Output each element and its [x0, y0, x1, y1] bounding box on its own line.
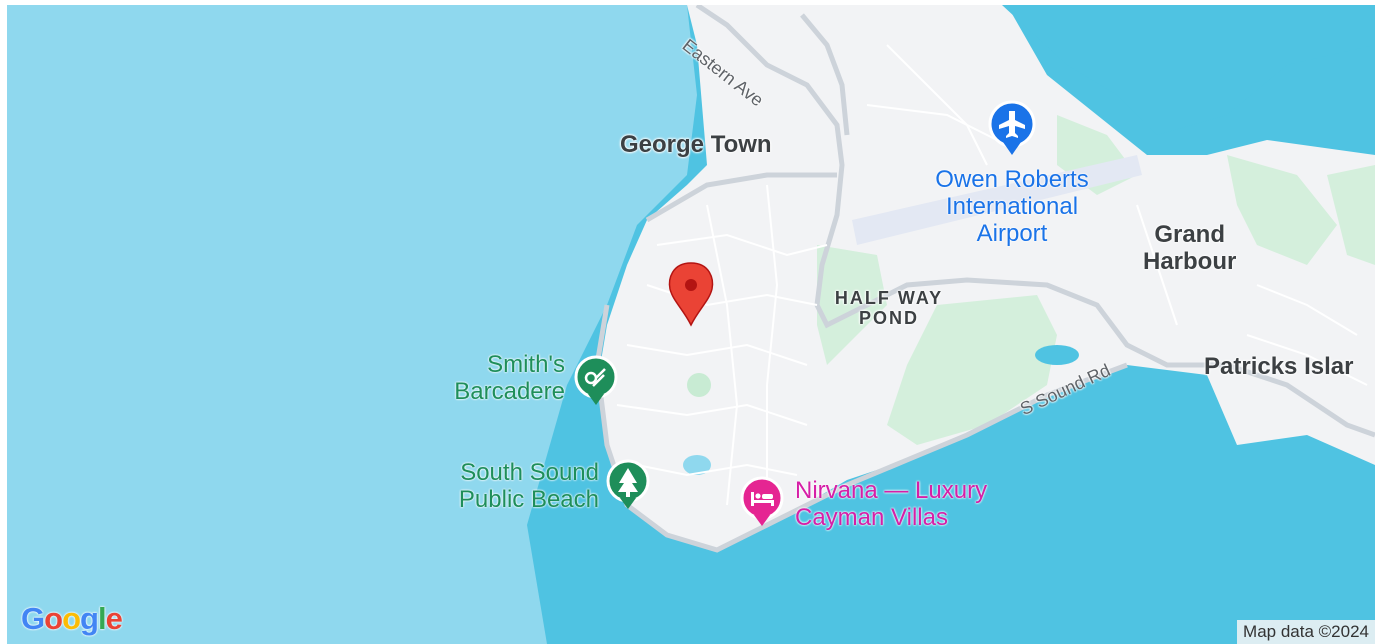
grand-harbour-line2: Harbour	[1143, 247, 1237, 275]
pond	[683, 455, 711, 475]
south-sound-label-line1: South Sound	[460, 459, 599, 486]
half-way-pond-line1: HALF WAY	[834, 288, 944, 308]
park-area	[1327, 165, 1375, 265]
airport-label-line3: Airport	[976, 219, 1048, 247]
park-area	[817, 245, 887, 365]
pond	[1035, 345, 1079, 365]
minor-roads	[616, 44, 1368, 506]
george-town-text: George Town	[620, 131, 772, 158]
hotel-bed-icon	[751, 492, 774, 506]
park-area	[887, 295, 1057, 445]
google-logo[interactable]: Google	[21, 601, 123, 637]
grand-harbour-line1: Grand	[1154, 221, 1226, 248]
logo-letter: o	[44, 601, 63, 636]
airport-label-line2: International	[945, 192, 1079, 220]
park-area	[687, 373, 711, 397]
south-sound-beach-marker[interactable]	[606, 459, 650, 509]
place-label-patricks-island: Patricks Islar	[1204, 353, 1354, 381]
airport-label-line1: Owen Roberts	[935, 166, 1089, 193]
logo-letter: G	[21, 601, 45, 636]
logo-letter: o	[62, 601, 81, 636]
poi-label-south-sound-beach[interactable]: South Sound Public Beach	[421, 459, 599, 514]
poi-label-nirvana[interactable]: Nirvana — Luxury Cayman Villas	[795, 477, 988, 532]
map-canvas[interactable]	[7, 5, 1375, 644]
airport-marker[interactable]	[988, 100, 1036, 155]
red-pin-icon[interactable]	[668, 262, 714, 327]
nirvana-label-line1: Nirvana — Luxury	[795, 477, 988, 504]
logo-letter: e	[105, 601, 123, 636]
nirvana-hotel-marker[interactable]	[740, 476, 784, 526]
attribution-text: Map data ©2024	[1243, 622, 1369, 641]
tree-icon	[618, 468, 638, 497]
island-landmass	[597, 5, 1375, 550]
smiths-label-line2: Barcadere	[454, 377, 565, 405]
smiths-label-line1: Smith's	[487, 351, 565, 378]
smiths-barcadere-marker[interactable]	[574, 355, 618, 405]
half-way-pond-line2: POND	[858, 308, 919, 329]
poi-label-smiths-barcadere[interactable]: Smith's Barcadere	[427, 351, 565, 406]
nirvana-label-line2: Cayman Villas	[795, 503, 948, 531]
airplane-icon	[999, 111, 1025, 138]
park-area	[1227, 155, 1337, 265]
snorkel-icon	[584, 368, 606, 387]
north-sound-water	[1002, 5, 1375, 135]
place-label-grand-harbour: Grand Harbour	[1143, 221, 1237, 276]
logo-letter: g	[80, 601, 99, 636]
place-label-george-town: George Town	[620, 131, 772, 159]
map-attribution[interactable]: Map data ©2024	[1237, 620, 1375, 644]
logo-letter: l	[97, 601, 107, 636]
road-network	[594, 5, 1375, 553]
south-sound-label-line2: Public Beach	[458, 485, 599, 513]
patricks-island-text: Patricks Islar	[1204, 353, 1354, 380]
airport-runway	[852, 155, 1142, 245]
poi-label-airport[interactable]: Owen Roberts International Airport	[912, 166, 1112, 248]
map-view[interactable]: Eastern Ave George Town Owen Roberts Int…	[7, 5, 1375, 644]
place-label-half-way-pond: HALF WAY POND	[821, 288, 957, 328]
